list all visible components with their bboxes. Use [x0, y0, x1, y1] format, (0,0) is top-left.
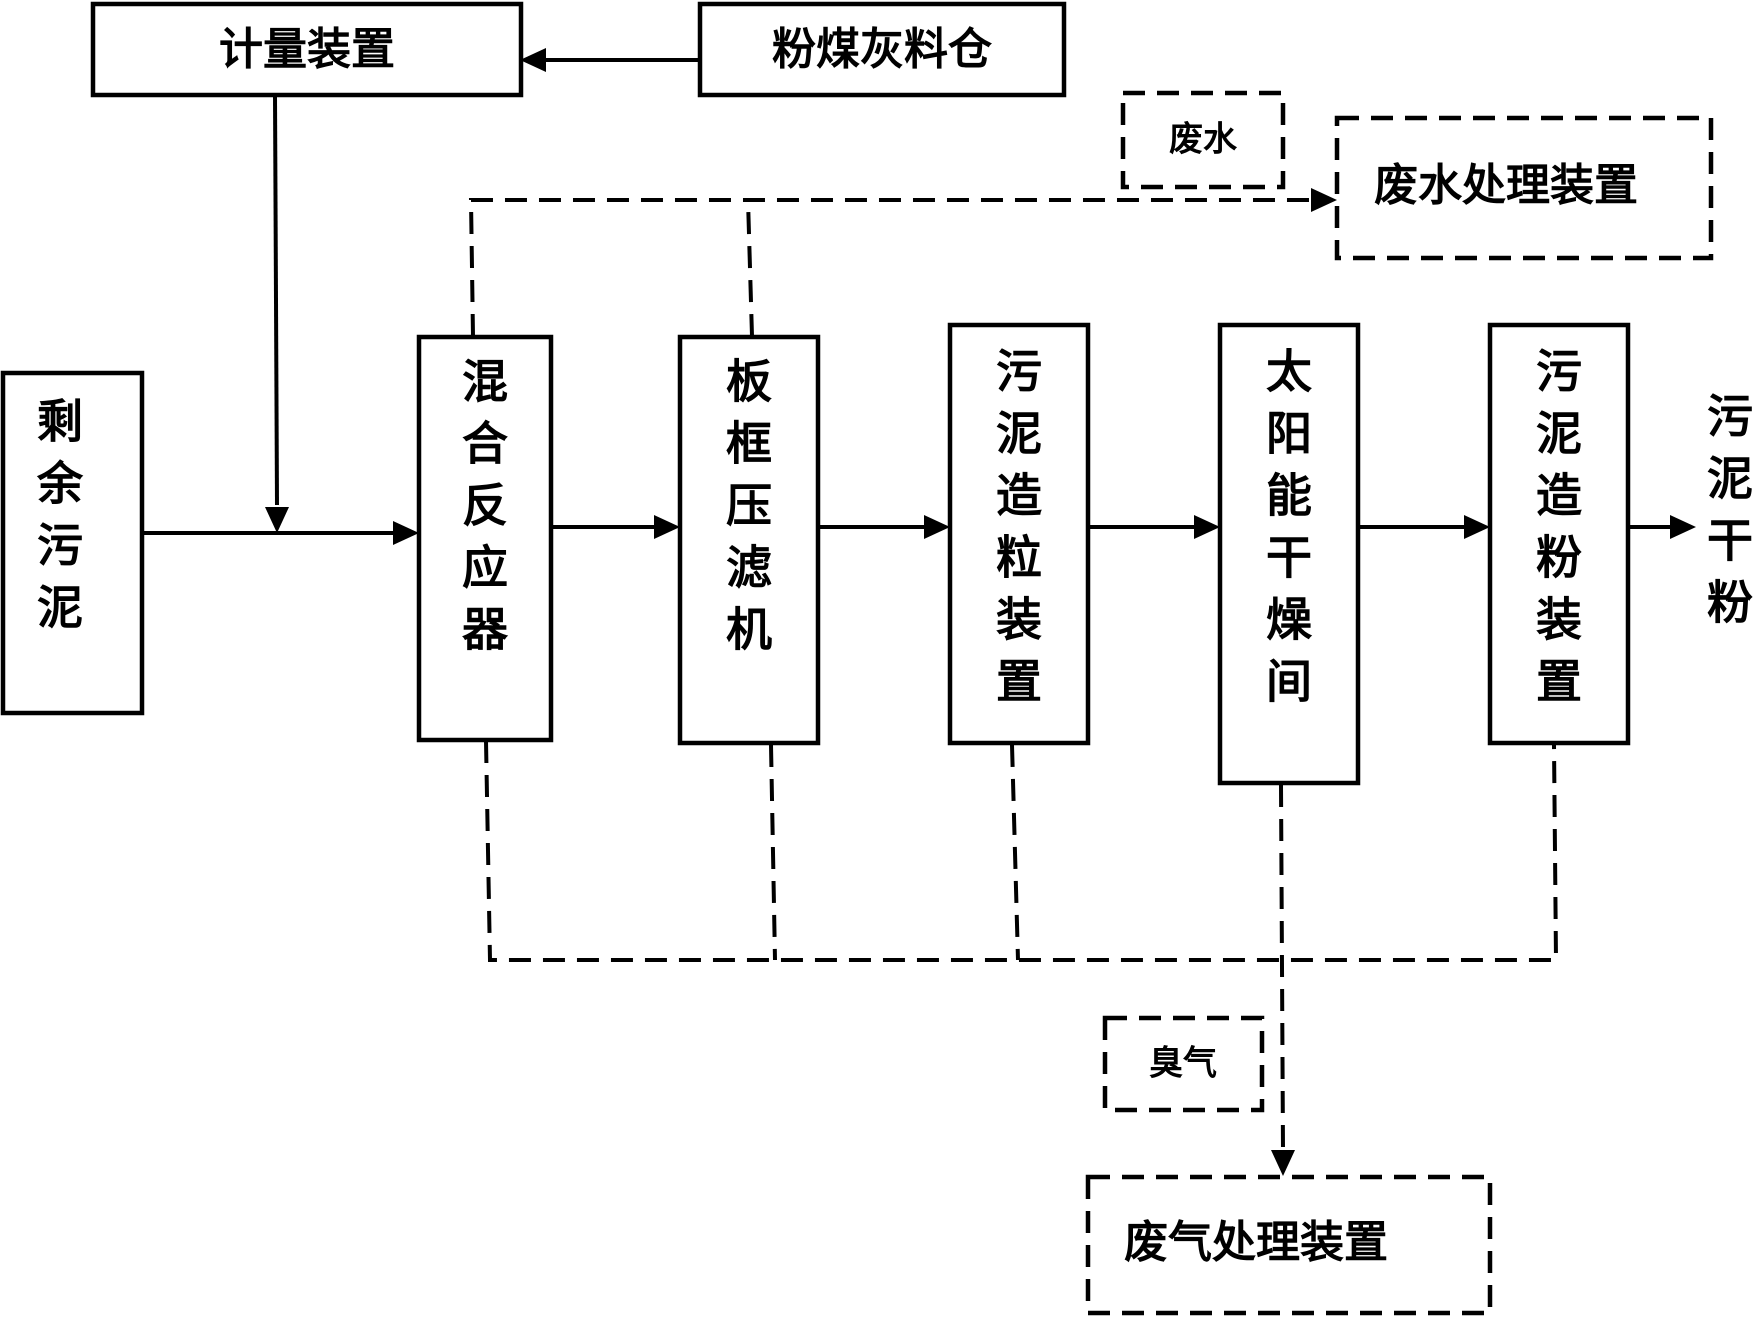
- arrowhead-into-reactor: [393, 521, 419, 545]
- wastewater-tag-box: 废水: [1120, 90, 1286, 190]
- plate-frame-filter-press-label-char: 板: [726, 355, 772, 409]
- waste-gas-treatment-box: 废气处理装置: [1085, 1174, 1493, 1316]
- solar-drying-room-label-char: 间: [1266, 655, 1312, 709]
- sludge-granulator-label-char: 粒: [996, 531, 1042, 585]
- wastewater-treatment-label: 废水处理装置: [1374, 160, 1638, 211]
- dry-sludge-powder-label-char: 泥: [1707, 452, 1753, 506]
- fly-ash-silo-label: 粉煤灰料仓: [772, 24, 993, 75]
- sludge-granulator-label-char: 造: [996, 469, 1042, 523]
- sludge-granulator-label-char: 泥: [996, 407, 1042, 461]
- waste-gas-treatment-label: 废气处理装置: [1124, 1217, 1388, 1268]
- arrowhead-into-wastewater-treatment: [1311, 188, 1337, 212]
- solar-drying-room-box: [1217, 322, 1361, 786]
- wastewater-line-from-reactor: [468, 198, 1310, 337]
- odor-line-from-press: [769, 744, 777, 961]
- odor-line-from-reactor: [484, 740, 1559, 962]
- arrowhead-into-press: [654, 515, 680, 539]
- sludge-powder-device-label-char: 污: [1536, 345, 1582, 399]
- sludge-powder-device-box: [1487, 322, 1631, 746]
- sludge-granulator-label-char: 装: [996, 593, 1042, 647]
- sludge-granulator-box: [947, 322, 1091, 746]
- dry-sludge-powder-label-char: 污: [1707, 390, 1753, 444]
- arrowhead-into-metering: [520, 48, 546, 72]
- odor-dashed-lines: [484, 740, 1559, 1176]
- sludge-powder-device-label-char: 造: [1536, 469, 1582, 523]
- dry-sludge-powder-label-char: 粉: [1707, 576, 1753, 630]
- mixing-reactor-label-char: 应: [462, 541, 508, 595]
- arrowhead-into-drying: [1194, 515, 1220, 539]
- plate-frame-filter-press-label-char: 滤: [726, 541, 772, 595]
- metering-device-box: 计量装置: [90, 1, 524, 98]
- arrowhead-to-output: [1670, 515, 1696, 539]
- wastewater-tag-label: 废水: [1169, 120, 1238, 160]
- sludge-granulator-label-char: 污: [996, 345, 1042, 399]
- fly-ash-silo-box: 粉煤灰料仓: [697, 1, 1067, 98]
- mixing-reactor-label-char: 反: [462, 479, 508, 533]
- metering-device-label: 计量装置: [219, 24, 395, 75]
- solar-drying-room-label-char: 阳: [1266, 407, 1312, 461]
- odor-line-from-granulator: [1010, 744, 1020, 961]
- solar-drying-room-label-char: 燥: [1266, 593, 1313, 647]
- arrowhead-into-waste-gas-treatment: [1271, 1150, 1295, 1176]
- solar-drying-room-label-char: 能: [1266, 469, 1312, 523]
- sludge-powder-device-label-char: 粉: [1536, 531, 1582, 585]
- sludge-powder-device-label-char: 泥: [1536, 407, 1582, 461]
- arrowhead-into-powder: [1464, 515, 1490, 539]
- residual-sludge-label-char: 剩: [37, 395, 83, 449]
- sludge-powder-device-label-char: 置: [1536, 655, 1582, 709]
- mixing-reactor-label-char: 器: [462, 603, 509, 657]
- plate-frame-filter-press-label-char: 框: [726, 417, 772, 471]
- odor-tag-label: 臭气: [1149, 1044, 1217, 1084]
- solar-drying-room-label-char: 干: [1266, 531, 1312, 585]
- mixing-reactor-box: [416, 334, 554, 743]
- mixing-reactor-label-char: 混: [462, 355, 508, 409]
- sludge-powder-device-label-char: 装: [1536, 593, 1582, 647]
- residual-sludge-label-char: 泥: [37, 581, 83, 635]
- plate-frame-filter-press-label-char: 压: [726, 479, 772, 533]
- mixing-reactor-label-char: 合: [462, 417, 508, 471]
- residual-sludge-box: [0, 370, 145, 716]
- sludge-granulator-label-char: 置: [996, 655, 1042, 709]
- arrowhead-down-into-feed: [265, 507, 289, 533]
- plate-frame-filter-press-box: [677, 334, 821, 746]
- odor-line-from-drying: [1279, 784, 1285, 1151]
- wastewater-treatment-box: 废水处理装置: [1334, 115, 1714, 261]
- residual-sludge-label-char: 余: [36, 457, 84, 511]
- arrowhead-into-granulator: [924, 515, 950, 539]
- plate-frame-filter-press-label-char: 机: [726, 603, 772, 657]
- wastewater-line-from-press: [746, 199, 754, 337]
- odor-tag-box: 臭气: [1102, 1015, 1265, 1113]
- solid-connectors: [144, 48, 1696, 545]
- wastewater-dashed-lines: [468, 188, 1337, 337]
- connector-metering-to-feed: [273, 95, 279, 506]
- solar-drying-room-label-char: 太: [1266, 345, 1312, 399]
- residual-sludge-label-char: 污: [37, 519, 83, 573]
- dry-sludge-powder-label-char: 干: [1707, 514, 1753, 568]
